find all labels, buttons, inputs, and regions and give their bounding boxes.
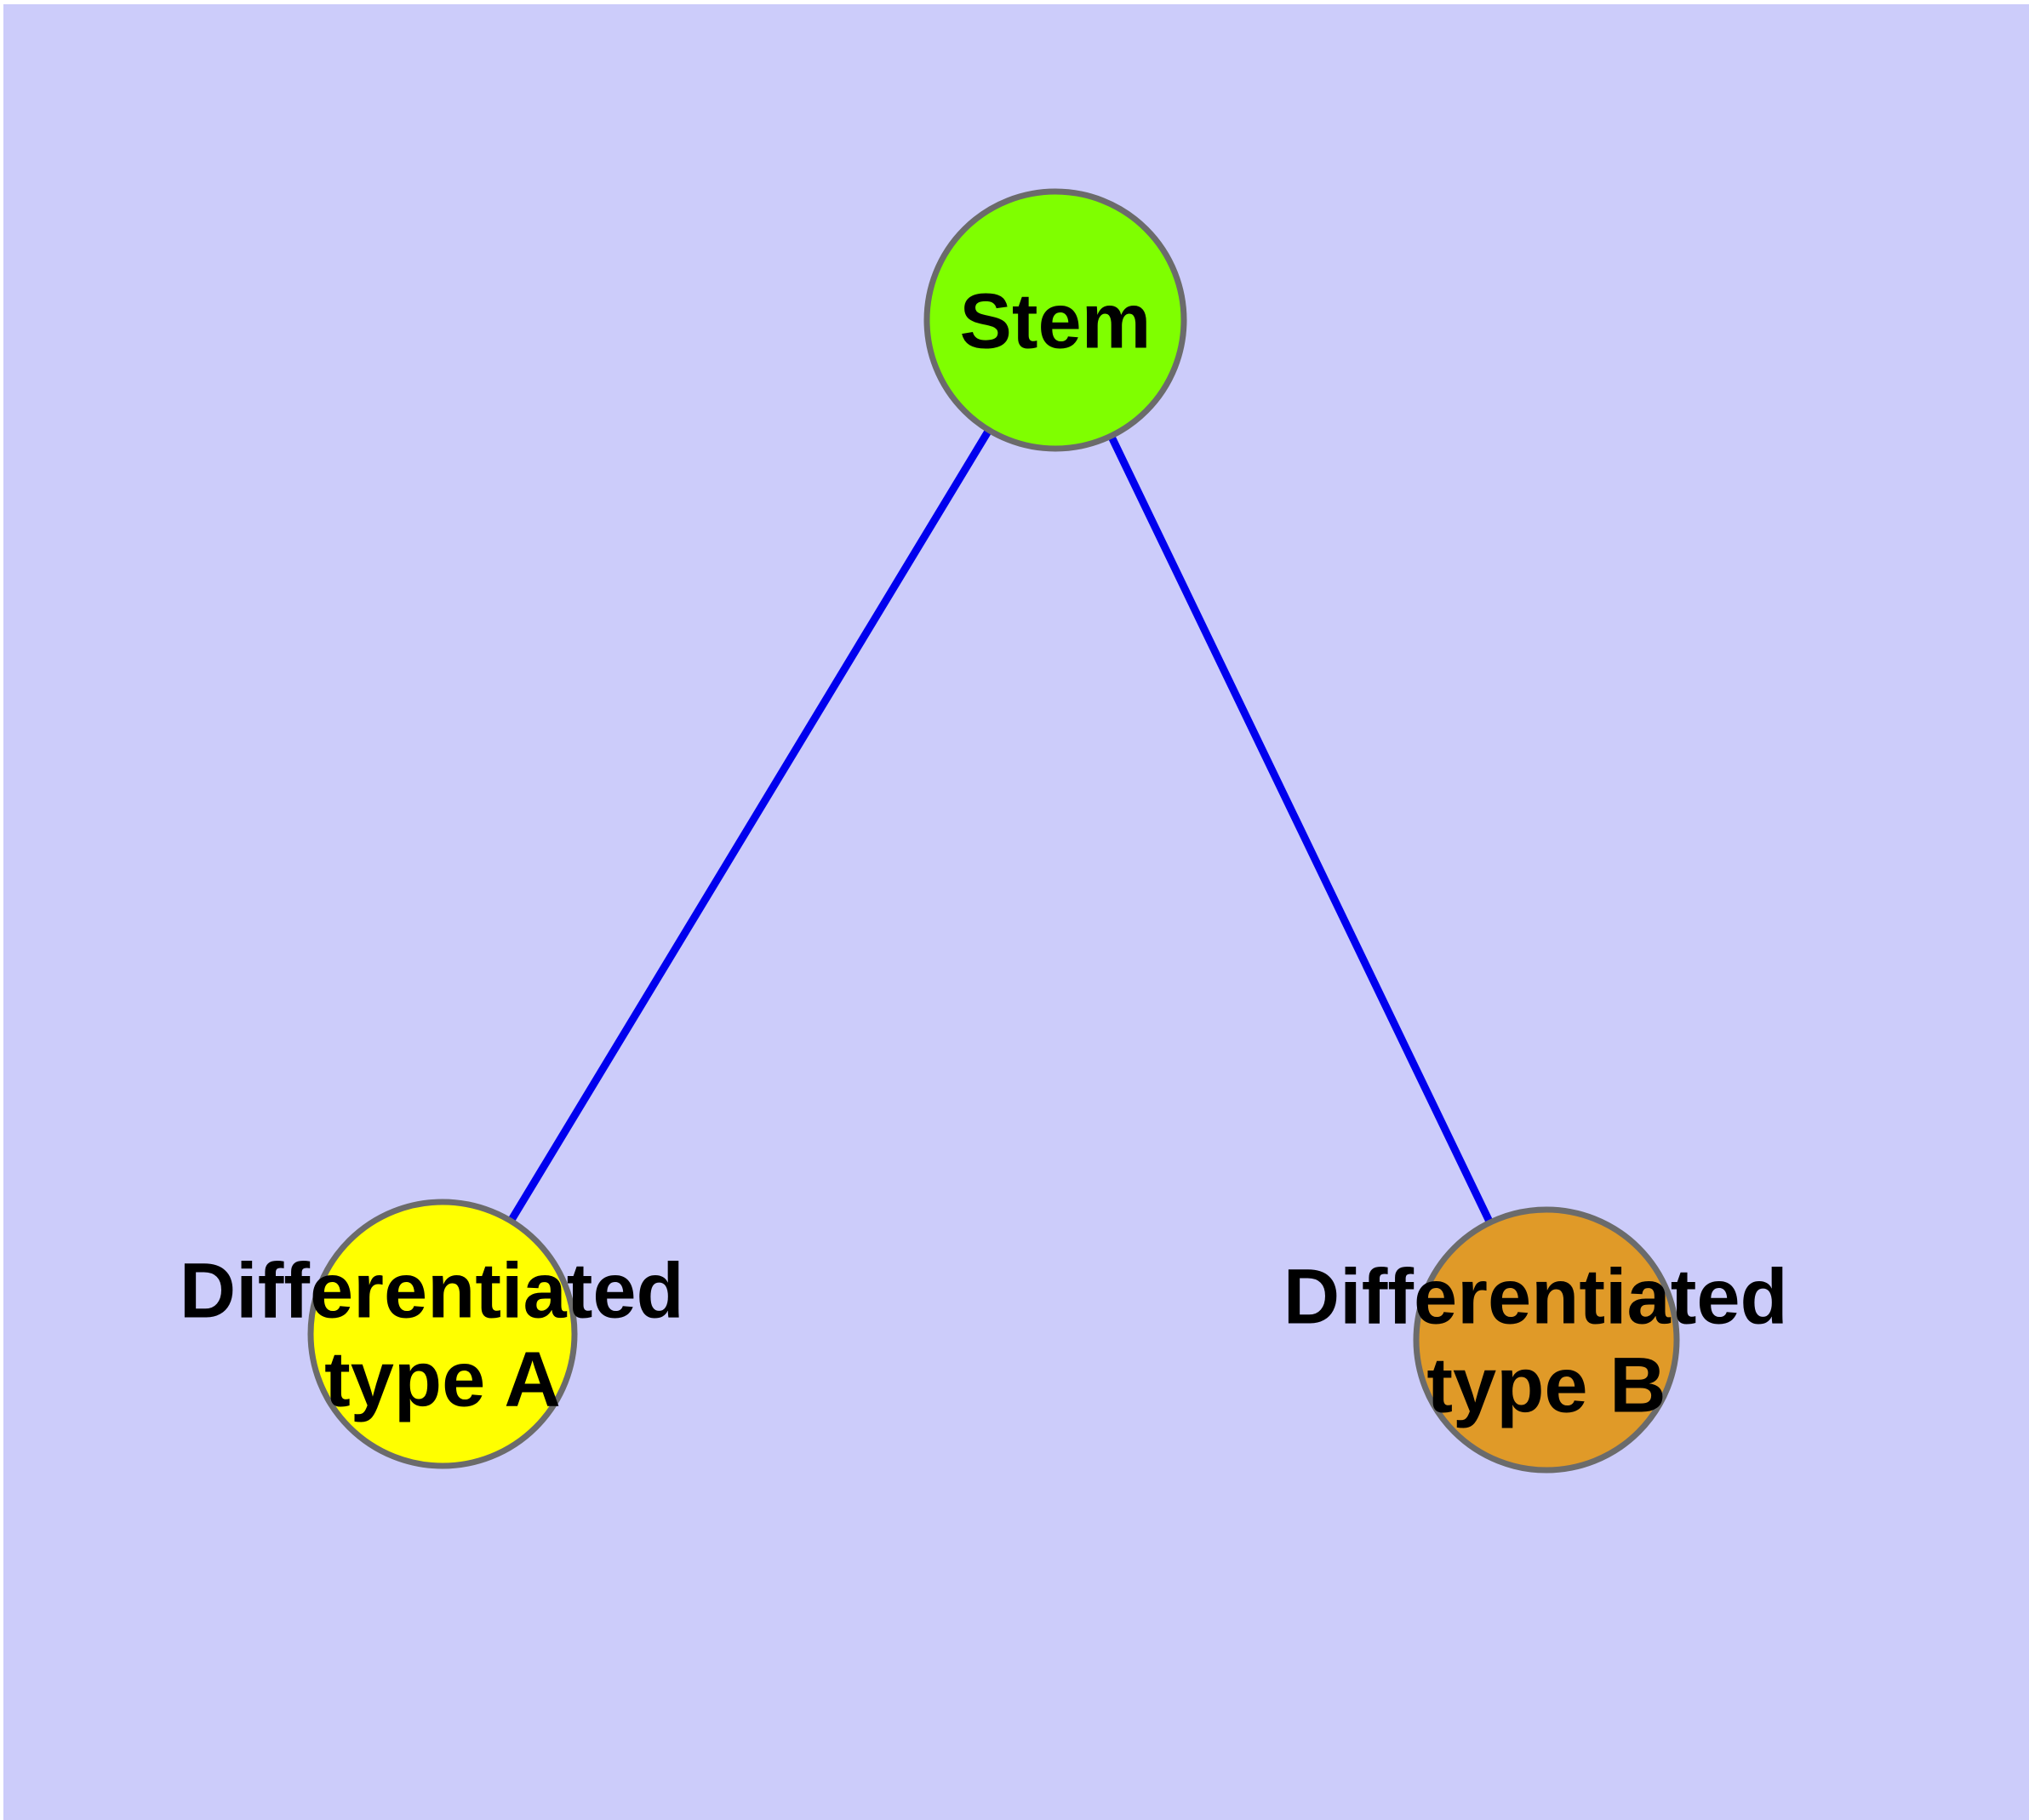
- edge-layer: [508, 429, 1494, 1223]
- node-differentiated-type-b[interactable]: [1413, 1206, 1680, 1474]
- node-stem-label: Stem: [960, 278, 1152, 365]
- node-layer: [307, 188, 1680, 1474]
- node-stem[interactable]: [923, 188, 1187, 452]
- node-differentiated-type-b-label-line-2: type B: [1426, 1342, 1666, 1429]
- node-differentiated-type-a[interactable]: [307, 1199, 578, 1469]
- node-differentiated-type-a-circle[interactable]: [307, 1199, 578, 1469]
- edge-stem-to-differentiated-type-b[interactable]: [1108, 435, 1494, 1223]
- node-differentiated-type-b-label-line-1: Differentiated: [1283, 1254, 1788, 1341]
- edge-stem-to-differentiated-type-a[interactable]: [508, 429, 992, 1222]
- node-differentiated-type-a-label: Differentiated type A: [180, 1248, 706, 1423]
- node-differentiated-type-a-label-line-1: Differentiated: [180, 1248, 684, 1335]
- node-stem-circle[interactable]: [923, 188, 1187, 452]
- node-differentiated-type-b-circle[interactable]: [1413, 1206, 1680, 1474]
- node-stem-label-line-1: Stem: [960, 278, 1152, 365]
- node-differentiated-type-b-label: Differentiated type B: [1283, 1254, 1810, 1429]
- node-differentiated-type-a-label-line-2: type A: [324, 1336, 561, 1423]
- label-layer: Stem Differentiated type A Differentiate…: [180, 278, 1810, 1429]
